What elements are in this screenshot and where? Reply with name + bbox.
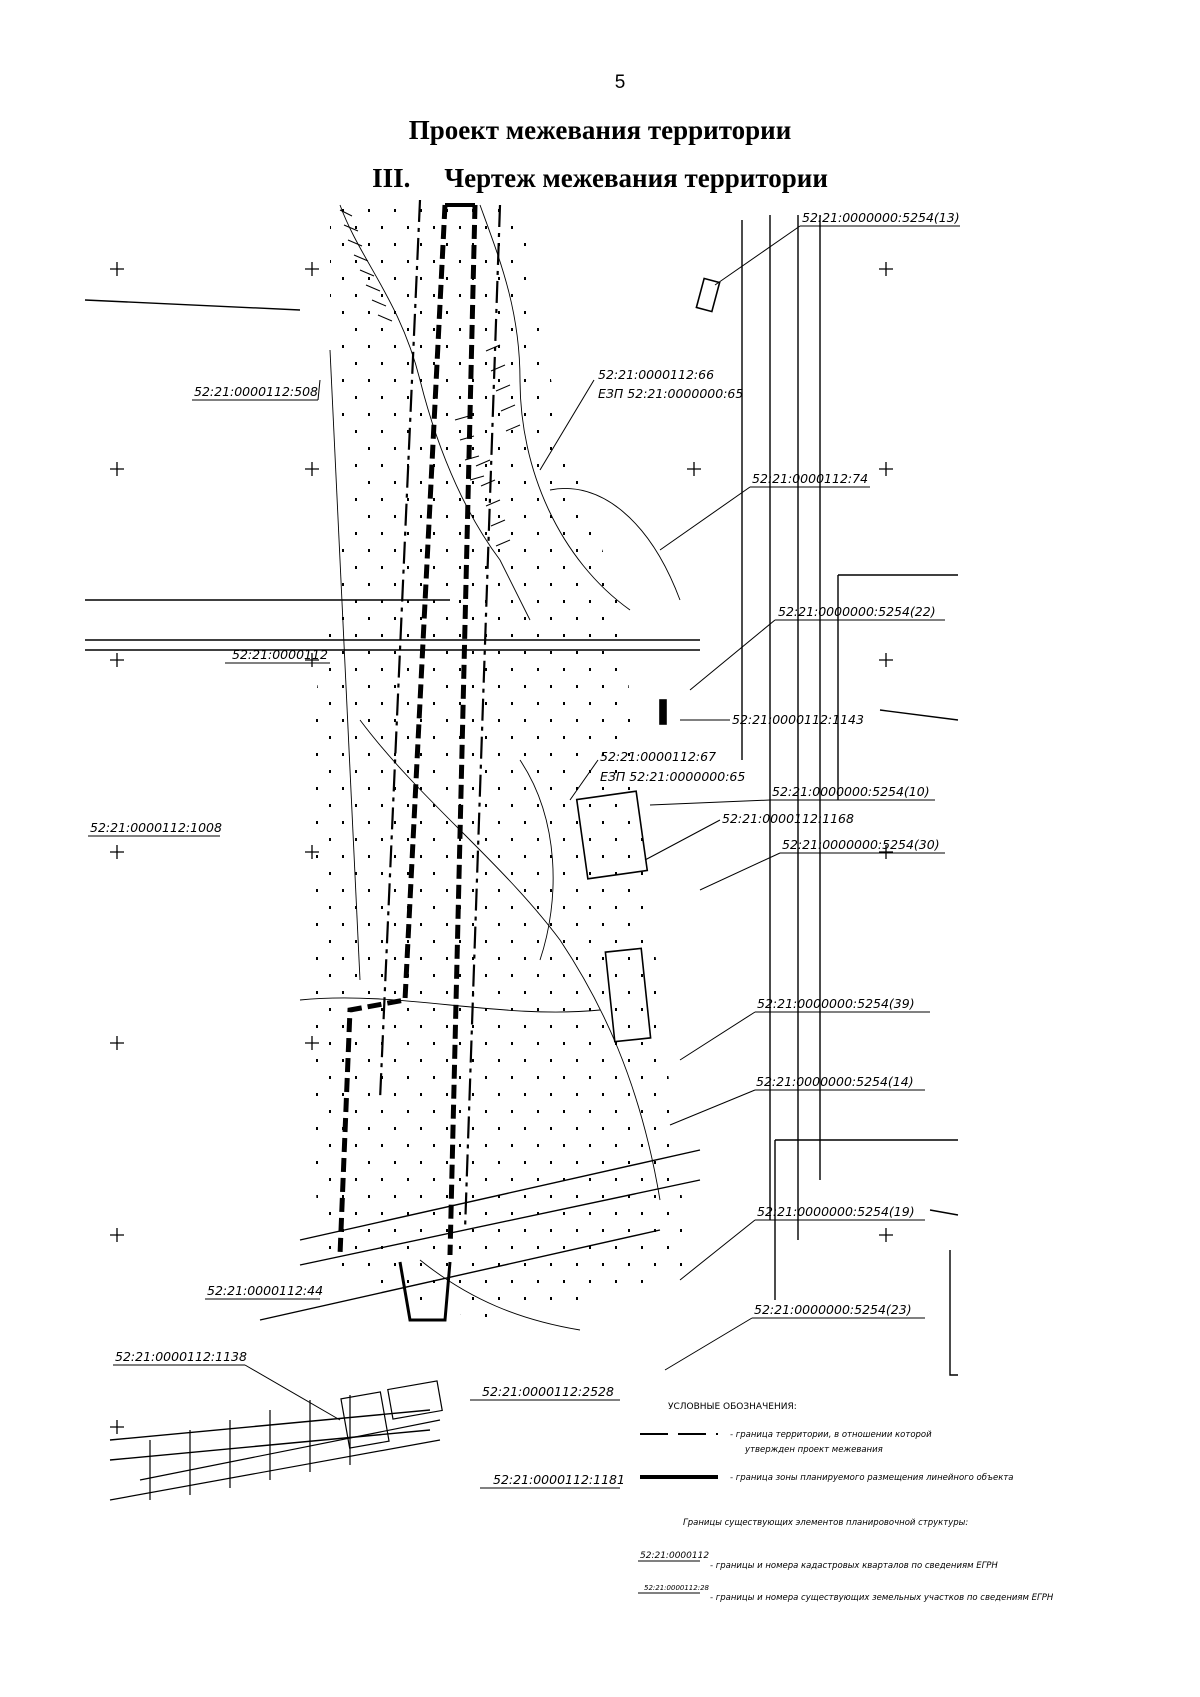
map-label-2528: 52:21:0000112:2528 [470, 1384, 620, 1401]
legend-item-territory-cont: утвержден проект межевания [744, 1445, 883, 1455]
svg-text:52:21:0000000:5254(39): 52:21:0000000:5254(39) [757, 996, 915, 1011]
svg-text:52:21:0000112:2528: 52:21:0000112:2528 [482, 1384, 614, 1399]
svg-text:52:21:0000000:5254(19): 52:21:0000000:5254(19) [757, 1204, 915, 1219]
svg-text:52:21:0000112: 52:21:0000112 [232, 647, 328, 662]
map-buildings [575, 277, 721, 1043]
section-title-text: Чертеж межевания территории [444, 163, 828, 193]
svg-text:52:21:0000000:5254(23): 52:21:0000000:5254(23) [754, 1302, 912, 1317]
map-label-5254-10: 52:21:0000000:5254(10) [649, 784, 935, 806]
map-label-5254-30: 52:21:0000000:5254(30) [699, 837, 945, 891]
svg-text:52:21:0000000:5254(14): 52:21:0000000:5254(14) [756, 1074, 914, 1089]
svg-text:52:21:0000000:5254(13): 52:21:0000000:5254(13) [802, 210, 960, 225]
legend-heading: УСЛОВНЫЕ ОБОЗНАЧЕНИЯ: [668, 1402, 797, 1412]
map-dot-fill [305, 205, 690, 1320]
legend: УСЛОВНЫЕ ОБОЗНАЧЕНИЯ: - граница территор… [638, 1402, 1054, 1603]
svg-text:52:21:0000112:66: 52:21:0000112:66 [598, 367, 714, 382]
svg-text:52:21:0000112:508: 52:21:0000112:508 [194, 384, 318, 399]
map-label-74: 52:21:0000112:74 [659, 471, 870, 551]
map-streets [84, 215, 959, 1461]
svg-text:52:21:0000000:5254(30): 52:21:0000000:5254(30) [782, 837, 940, 852]
map-label-5254-13: 52:21:0000000:5254(13) [714, 210, 960, 286]
map-label-5254-19: 52:21:0000000:5254(19) [679, 1204, 925, 1281]
map-label-44: 52:21:0000112:44 [205, 1283, 323, 1300]
map-label-1143: 52:21:0000112:1143 [680, 712, 864, 727]
svg-text:52:21:0000112:1181: 52:21:0000112:1181 [493, 1472, 625, 1487]
svg-text:ЕЗП 52:21:0000000:65: ЕЗП 52:21:0000000:65 [600, 769, 745, 784]
map-label-5254-39: 52:21:0000000:5254(39) [679, 996, 930, 1061]
legend-item-quarters: - границы и номера кадастровых кварталов… [710, 1561, 998, 1571]
svg-text:52:21:0000112:1138: 52:21:0000112:1138 [115, 1349, 247, 1364]
svg-text:52:21:0000000:5254(10): 52:21:0000000:5254(10) [772, 784, 930, 799]
svg-text:52:21:0000112:1168: 52:21:0000112:1168 [722, 811, 854, 826]
legend-item-lots: - границы и номера существующих земельны… [710, 1593, 1054, 1603]
map-lower-grid [109, 1380, 443, 1501]
page-title: Проект межевания территории [408, 115, 792, 145]
map-label-1138: 52:21:0000112:1138 [113, 1349, 341, 1421]
section-title: III. Чертеж межевания территории [0, 163, 1200, 194]
legend-sample-lot: 52:21:0000112:28 [644, 1584, 710, 1592]
section-number: III. [372, 163, 411, 193]
map-contours [299, 204, 681, 1331]
svg-text:ЕЗП 52:21:0000000:65: ЕЗП 52:21:0000000:65 [598, 386, 743, 401]
map-project-boundary [337, 199, 502, 1322]
legend-sample-quarter: 52:21:0000112 [640, 1551, 709, 1561]
page-number: 5 [614, 72, 626, 93]
map-grid-crosses [110, 262, 893, 1434]
map-label-5254-23: 52:21:0000000:5254(23) [664, 1302, 925, 1371]
legend-item-territory: - граница территории, в отношении которо… [730, 1430, 932, 1440]
map-label-67: 52:21:0000112:67 ЕЗП 52:21:0000000:65 [569, 749, 745, 801]
legend-subheading: Границы существующих элементов планирово… [683, 1518, 968, 1528]
map-label-quarter-112: 52:21:0000112 [225, 647, 330, 664]
svg-text:52:21:0000112:74: 52:21:0000112:74 [752, 471, 868, 486]
svg-text:52:21:0000112:1008: 52:21:0000112:1008 [90, 820, 222, 835]
map-label-1008: 52:21:0000112:1008 [88, 820, 222, 837]
svg-text:52:21:0000112:67: 52:21:0000112:67 [600, 749, 716, 764]
svg-text:52:21:0000112:44: 52:21:0000112:44 [207, 1283, 323, 1298]
map-label-1181: 52:21:0000112:1181 [480, 1472, 625, 1489]
map-slope-hatching [339, 209, 521, 547]
map-label-1168: 52:21:0000112:1168 [644, 811, 854, 861]
svg-text:52:21:0000112:1143: 52:21:0000112:1143 [732, 712, 864, 727]
legend-item-zone: - граница зоны планируемого размещения л… [730, 1473, 1014, 1483]
map-label-66: 52:21:0000112:66 ЕЗП 52:21:0000000:65 [539, 367, 743, 471]
map-label-5254-22: 52:21:0000000:5254(22) [689, 604, 945, 691]
map-label-508: 52:21:0000112:508 [192, 379, 321, 401]
map-label-5254-14: 52:21:0000000:5254(14) [669, 1074, 925, 1126]
svg-text:52:21:0000000:5254(22): 52:21:0000000:5254(22) [778, 604, 936, 619]
